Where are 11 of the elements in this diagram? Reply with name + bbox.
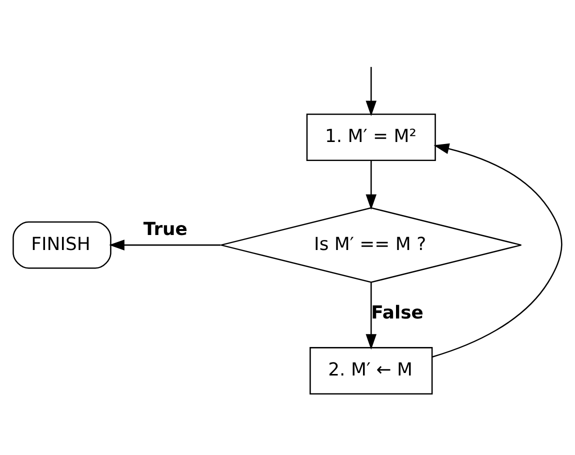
arrow xyxy=(432,142,562,357)
arrow xyxy=(109,239,221,250)
arrow xyxy=(366,282,377,350)
edge-label: True xyxy=(143,218,188,240)
node-box: FINISH xyxy=(12,220,112,268)
arrow xyxy=(366,160,377,210)
arrow xyxy=(366,66,377,116)
node-box: 2. M′ ← M xyxy=(310,346,433,394)
node-diamond: Is M′ == M ? xyxy=(220,206,522,282)
edge-label: False xyxy=(371,302,424,323)
node-box: 1. M′ = M² xyxy=(306,113,436,161)
